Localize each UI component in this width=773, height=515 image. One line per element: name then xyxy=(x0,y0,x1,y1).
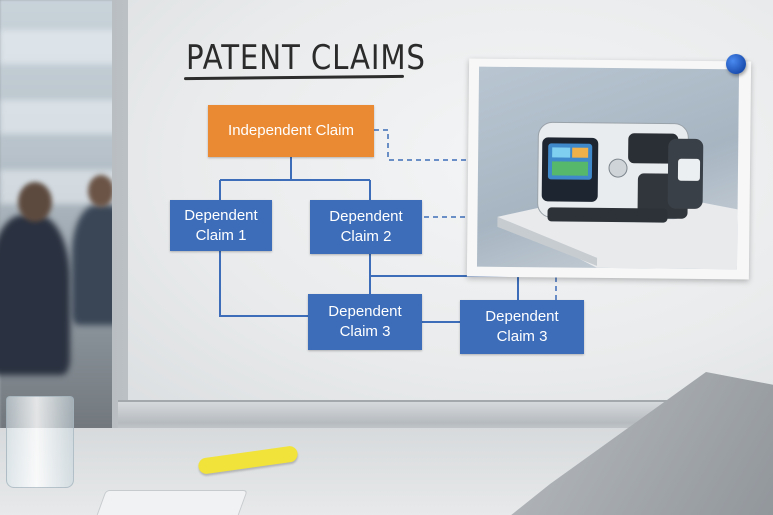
dependent-claim-box: Dependent Claim 3 xyxy=(460,300,584,354)
device-photo-image xyxy=(476,66,740,270)
medical-device-illustration xyxy=(497,121,738,270)
independent-claim-box: Independent Claim xyxy=(208,105,374,157)
dependent-claim-box: Dependent Claim 2 xyxy=(310,200,422,254)
dashed-reference-line xyxy=(374,129,530,161)
blurred-person-head xyxy=(18,182,52,222)
keyboard-edge xyxy=(94,490,248,515)
push-pin-icon xyxy=(726,54,746,74)
water-glass xyxy=(6,396,74,488)
connector-line xyxy=(219,250,308,317)
blurred-person-head xyxy=(88,175,114,207)
dependent-claim-box: Dependent Claim 1 xyxy=(170,200,272,251)
pinned-device-photo xyxy=(466,58,752,280)
board-title: PATENT CLAIMS xyxy=(186,38,426,78)
dependent-claim-box: Dependent Claim 3 xyxy=(308,294,422,350)
blurred-person xyxy=(0,215,70,375)
